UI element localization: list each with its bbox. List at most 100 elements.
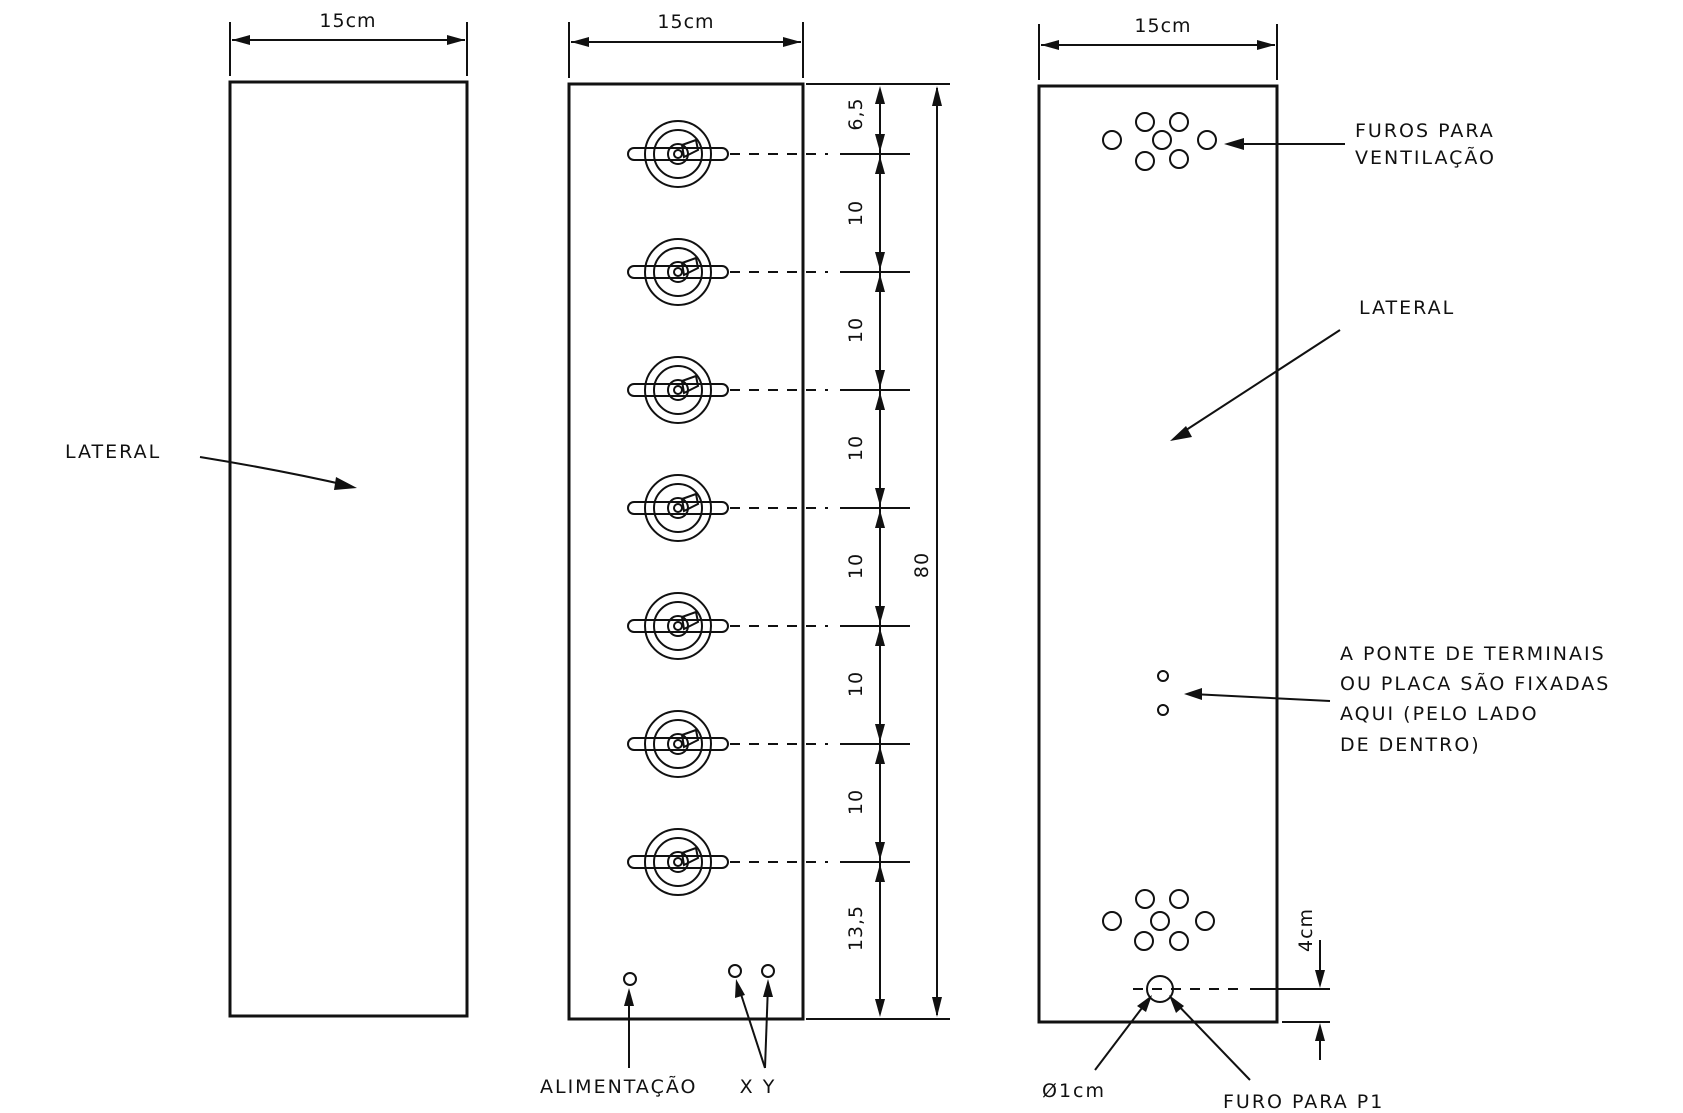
spacing-arrowhead	[875, 510, 885, 528]
knob-tab	[627, 619, 729, 633]
knob-center	[673, 503, 683, 513]
knob-inner-ring	[653, 601, 703, 651]
knob-center	[673, 621, 683, 631]
knob-tab	[627, 737, 729, 751]
spacing-arrowhead	[875, 86, 885, 104]
left-lateral-arrow	[199, 456, 351, 487]
terminal-hole-1	[1157, 670, 1169, 682]
p1-label: FURO PARA P1	[1223, 1091, 1384, 1113]
knob-tab	[627, 855, 729, 869]
right-lateral-label: LATERAL	[1359, 297, 1455, 319]
middle-panel: 15cm 6,5 10 10 10 10 10 10 13,5 80 ALIME…	[540, 11, 950, 1098]
right-width-label: 15cm	[1134, 15, 1191, 37]
knob-center	[673, 267, 683, 277]
spacing-label-3: 10	[845, 317, 867, 343]
spacing-arrowhead	[875, 370, 885, 388]
knob-pointer	[680, 138, 700, 159]
spacing-label-4: 10	[845, 435, 867, 461]
knob-inner-ring	[653, 837, 703, 887]
terminal-hole-2	[1157, 704, 1169, 716]
knob-tab	[627, 147, 729, 161]
left-panel: 15cm LATERAL	[65, 10, 469, 1018]
diameter-label: Ø1cm	[1042, 1080, 1106, 1102]
y-hole	[761, 964, 775, 978]
knob	[627, 828, 828, 896]
right-panel-outline	[1037, 84, 1279, 1024]
spacing-arrowhead	[875, 864, 885, 882]
spacing-arrowhead	[875, 746, 885, 764]
spacing-arrowhead	[875, 274, 885, 292]
spacing-label-8: 13,5	[845, 905, 867, 951]
knob-outer-ring	[644, 238, 712, 306]
left-width-label: 15cm	[319, 10, 376, 32]
bottom-vent-holes	[1102, 889, 1215, 951]
power-hole	[623, 972, 637, 986]
knob-pointer	[680, 492, 700, 513]
terminal-arrow	[1191, 693, 1331, 702]
knob	[627, 356, 828, 424]
knob-pointer	[680, 374, 700, 395]
xy-label: X Y	[740, 1076, 777, 1098]
knob-tab	[627, 383, 729, 397]
middle-width-label: 15cm	[657, 11, 714, 33]
knob	[627, 474, 828, 542]
knob-outer-ring	[644, 828, 712, 896]
x-hole	[728, 964, 742, 978]
left-lateral-label: LATERAL	[65, 441, 161, 463]
terminal-note-line-3: AQUI (PELO LADO	[1340, 703, 1539, 725]
knob-pointer	[680, 256, 700, 277]
knob-outer-ring	[644, 120, 712, 188]
spacing-arrowhead	[875, 724, 885, 742]
terminal-note-line-4: DE DENTRO)	[1340, 734, 1481, 756]
top-vent-holes	[1102, 112, 1217, 171]
spacing-label-6: 10	[845, 671, 867, 697]
spacing-arrowhead	[875, 628, 885, 646]
knob	[627, 120, 828, 188]
spacing-arrowhead	[875, 392, 885, 410]
spacing-label-5: 10	[845, 553, 867, 579]
knob-pointer	[680, 728, 700, 749]
spacing-arrowhead	[875, 252, 885, 270]
spacing-arrowhead	[875, 156, 885, 174]
vent-label-line-2: VENTILAÇÃO	[1355, 146, 1496, 169]
left-panel-outline	[228, 80, 469, 1018]
spacing-arrowhead	[875, 488, 885, 506]
diameter-arrow	[1094, 999, 1149, 1071]
terminal-note-line-2: OU PLACA SÃO FIXADAS	[1340, 672, 1610, 695]
p1-arrow	[1172, 999, 1251, 1081]
spacing-arrowhead	[875, 606, 885, 624]
right-lateral-arrow	[1179, 329, 1341, 435]
spacing-arrowhead	[875, 842, 885, 860]
knob-outer-ring	[644, 592, 712, 660]
knob-center	[673, 149, 683, 159]
knob	[627, 592, 828, 660]
knob-inner-ring	[653, 129, 703, 179]
middle-panel-outline	[567, 82, 805, 1021]
spacing-label-2: 10	[845, 200, 867, 226]
knob-outer-ring	[644, 356, 712, 424]
knob-group	[627, 120, 828, 896]
knob-center	[673, 385, 683, 395]
knob-inner-ring	[653, 365, 703, 415]
knob-inner-ring	[653, 247, 703, 297]
knob-tab	[627, 265, 729, 279]
knob-outer-ring	[644, 710, 712, 778]
power-label: ALIMENTAÇÃO	[540, 1075, 697, 1098]
offset-label: 4cm	[1295, 908, 1317, 952]
vent-label-line-1: FUROS PARA	[1355, 120, 1495, 142]
spacing-arrowhead	[875, 134, 885, 152]
spacing-arrowhead	[875, 999, 885, 1017]
knob	[627, 238, 828, 306]
spacing-arrows	[840, 86, 910, 1017]
knob	[627, 710, 828, 778]
right-panel: 15cm FUROS PARA VENTILAÇÃO LATERAL A PON…	[1037, 15, 1610, 1113]
knob-center	[673, 857, 683, 867]
knob-pointer	[680, 846, 700, 867]
terminal-note-line-1: A PONTE DE TERMINAIS	[1340, 643, 1606, 665]
total-height-label: 80	[911, 552, 933, 578]
knob-tab	[627, 501, 729, 515]
spacing-label-1: 6,5	[845, 97, 867, 130]
knob-outer-ring	[644, 474, 712, 542]
knob-center	[673, 739, 683, 749]
knob-inner-ring	[653, 483, 703, 533]
